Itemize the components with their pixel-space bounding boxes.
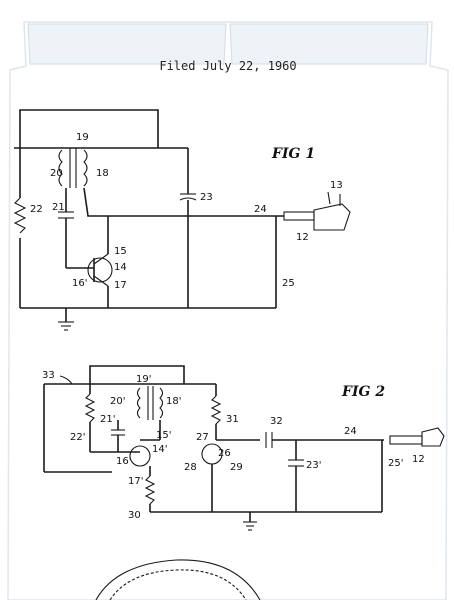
label-25p: 25' (388, 458, 403, 469)
pillow-left (27, 23, 227, 65)
label-23p: 23' (306, 460, 321, 471)
label-32: 32 (270, 416, 283, 427)
label-22p: 22' (70, 432, 85, 443)
figure-1-caption: FIG 1 (271, 146, 315, 162)
label-22: 22 (30, 204, 43, 215)
label-23: 23 (200, 192, 213, 203)
label-33: 33 (42, 370, 55, 381)
label-17: 17 (114, 280, 127, 291)
label-28: 28 (184, 462, 197, 473)
duvet-outline (7, 21, 449, 600)
label-15: 15 (114, 246, 127, 257)
label-18p: 18' (166, 396, 181, 407)
pillow-right (229, 23, 429, 65)
label-12: 12 (296, 232, 309, 243)
label-24p: 24 (344, 426, 357, 437)
label-19p: 19' (136, 374, 151, 385)
label-26: 26 (218, 448, 231, 459)
figure-2-caption: FIG 2 (341, 384, 385, 400)
label-20: 20 (50, 168, 63, 179)
figure-1: FIG 1 (13, 109, 351, 331)
label-15p: 15' (156, 430, 171, 441)
label-24: 24 (254, 204, 267, 215)
label-16: 16' (72, 278, 87, 289)
header-text: Filed July 22, 1960 (159, 59, 296, 73)
label-14p: 14' (152, 444, 167, 455)
label-17p: 17' (128, 476, 143, 487)
label-19: 19 (76, 132, 89, 143)
label-14: 14 (114, 262, 127, 273)
label-29: 29 (230, 462, 243, 473)
label-18: 18 (96, 168, 109, 179)
label-12p: 12 (412, 454, 425, 465)
label-13: 13 (330, 180, 343, 191)
figure-3-partial (95, 559, 261, 600)
label-31: 31 (226, 414, 239, 425)
figure-2: FIG 2 (42, 365, 445, 531)
label-20p: 20' (110, 396, 125, 407)
label-27: 27 (196, 432, 209, 443)
label-21p: 21' (100, 414, 115, 425)
label-21: 21 (52, 202, 65, 213)
label-30: 30 (128, 510, 141, 521)
label-16p: 16' (116, 456, 131, 467)
label-25: 25 (282, 278, 295, 289)
